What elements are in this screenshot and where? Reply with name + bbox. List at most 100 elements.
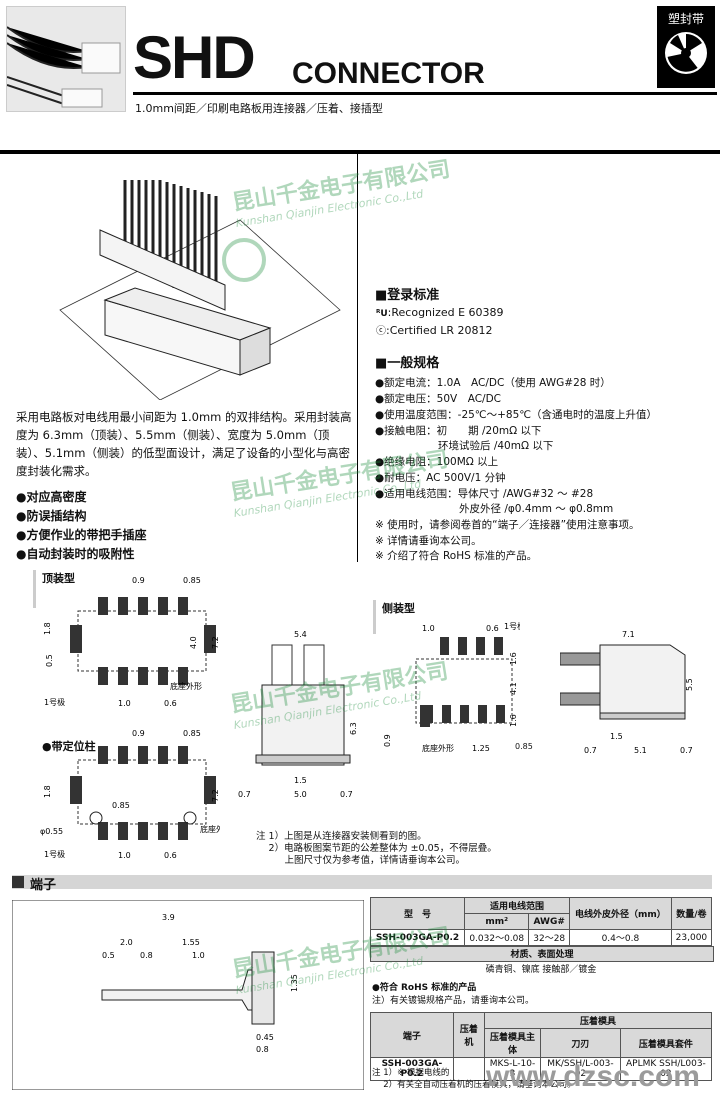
spec-line: 环境试验后 /40mΩ 以下	[375, 440, 554, 452]
title-main: SHD	[133, 24, 256, 91]
th-tool: 压着模具	[484, 1012, 712, 1029]
pin1-label: 1号极	[44, 849, 65, 859]
spec-line: ※ 使用时，请参阅卷首的“端子／连接器”使用注意事项。	[375, 519, 640, 531]
dim-label: 5.0	[294, 790, 307, 799]
feature-item: ●防误插结构	[16, 509, 87, 523]
dim-label: 1.25	[472, 744, 490, 753]
rohs-heading: ●符合 RoHS 标准的产品	[372, 983, 477, 993]
pin1-label: 1号极	[44, 697, 65, 707]
spec-line: ●耐电压：AC 500V/1 分钟	[375, 472, 506, 484]
dim-label: 1.55	[182, 938, 200, 947]
dim-label: 0.6	[486, 624, 499, 633]
dim-label: 0.9	[132, 729, 145, 738]
dim-label: 7.1	[622, 630, 635, 639]
dim-label: 7.2	[211, 636, 220, 649]
spec-line: ※ 详情请垂询本公司。	[375, 535, 482, 547]
spec-line: ●绝缘电阻：100MΩ 以上	[375, 456, 499, 468]
top-mount-side-view: 5.4 6.3 1.5 0.7 5.0 0.7	[238, 630, 358, 799]
dim-label: 1.0	[422, 624, 435, 633]
post-type-footprint: 0.9 0.85 0.85 φ0.55 底座外形 1.8 7.2 1.0 0.6…	[40, 729, 220, 860]
drawing-note: 2）电路板图案节距的公差整体为 ±0.05，不得层叠。	[256, 843, 497, 854]
dim-label: 0.7	[584, 746, 597, 755]
th-awg: AWG#	[528, 913, 570, 930]
tooling-note: 注 1）※ 根据电线的	[372, 1068, 450, 1078]
tape-label: 塑封带	[667, 12, 704, 26]
feature-item: ●自动封装时的吸附性	[16, 547, 135, 561]
terminal-spec-table: 型 号 适用电线范围 电线外皮外径（mm） 数量/卷 mm² AWG# SSH-…	[369, 897, 713, 946]
th-model: 型 号	[369, 897, 466, 930]
dim-label: 5.5	[685, 678, 694, 691]
th-range: 适用电线范围	[464, 897, 570, 914]
cell-kit: APLMK SSH/L003-02	[619, 1057, 713, 1081]
dim-label: 1.35	[290, 974, 299, 992]
th-crimper: 压着机	[452, 1012, 486, 1058]
dim-label: 1.6	[509, 714, 518, 727]
rohs-note: 注）有关镀锡规格产品，请垂询本公司。	[372, 996, 535, 1006]
dim-label: 2.0	[120, 938, 133, 947]
tooling-note: 2）有关全自动压着机的压着模具，请垂询本公司。	[372, 1080, 576, 1090]
connector-photo	[6, 6, 126, 112]
subtitle: 1.0mm间距／印刷电路板用连接器／压着、接插型	[135, 102, 383, 115]
dim-label: 0.9	[383, 734, 392, 747]
spec-line: ●适用电线范围：导体尺寸 /AWG#32 ～ #28	[375, 488, 594, 500]
spec-line: ●额定电压：50V AC/DC	[375, 393, 501, 405]
dim-label: 4.1	[509, 682, 518, 695]
cell-body: MKS-L-10-3	[483, 1057, 542, 1081]
dim-label: 3.9	[162, 913, 175, 922]
outline-label: 底座外形	[422, 743, 454, 753]
drawing-note: 上图尺寸仅为参考值，详情请垂询本公司。	[256, 855, 466, 866]
reel-icon	[665, 32, 707, 74]
dim-label: 4.0	[189, 636, 198, 649]
dim-label: 0.85	[515, 742, 533, 751]
terminal-section-bar: 端子	[12, 875, 712, 893]
outline-label: 底座外形	[170, 681, 202, 691]
cell-mm2: 0.032～0.08	[464, 929, 530, 946]
dim-label: 0.5	[45, 654, 54, 667]
spec-line: ●接触电阻：初 期 /20mΩ 以下	[375, 425, 542, 437]
material-text: 磷青铜、镍底 接触部／镀金	[485, 965, 597, 975]
dim-label: 0.85	[183, 729, 201, 738]
ul-text: :Recognized E 60389	[387, 306, 504, 319]
drawing-note: 注 1）上图是从连接器安装侧看到的图。	[256, 831, 427, 842]
qj-logo-icon	[222, 238, 266, 282]
cell-od: 0.4～0.8	[568, 929, 672, 946]
dim-label: 0.6	[164, 851, 177, 860]
th-od: 电线外皮外径（mm）	[568, 897, 672, 930]
tape-logo: 塑封带	[657, 6, 715, 88]
cell-crimper	[452, 1057, 486, 1081]
dim-label: 1.0	[192, 951, 205, 960]
side-mount-label: 侧装型	[382, 602, 415, 615]
side-mount-footprint: 1.0 0.6 1号极 1.6 4.1 1.6 0.9 底座外形 1.25	[383, 621, 520, 753]
th-kit: 压着模具套件	[619, 1028, 713, 1058]
registration-heading: ■登录标准	[375, 288, 440, 303]
dim-label: 6.3	[349, 722, 358, 735]
header-divider	[0, 150, 720, 154]
tooling-table: 端子 压着机 压着模具 压着模具主体 刀刃 压着模具套件 SSH-003GA-P…	[370, 1012, 713, 1081]
column-divider	[357, 154, 358, 562]
spec-line: ●额定电流：1.0A AC/DC（使用 AWG#28 时）	[375, 377, 611, 389]
top-mount-label: 顶装型	[42, 572, 75, 585]
drawing-marker	[373, 600, 376, 634]
dim-label: 1.8	[43, 622, 52, 635]
spec-line: ●使用温度范围：-25℃～+85℃（含通电时的温度上升值）	[375, 409, 658, 421]
dim-label: 1.8	[43, 785, 52, 798]
dim-label: 0.7	[238, 790, 251, 799]
dim-label: 1.6	[509, 652, 518, 665]
title-sub: CONNECTOR	[292, 57, 485, 90]
section-marker	[12, 876, 24, 888]
csa-text: :Certified LR 20812	[386, 324, 493, 337]
dim-label: 1.0	[118, 851, 131, 860]
spec-line: ※ 介绍了符合 RoHS 标准的产品。	[375, 550, 538, 562]
cell-blade: MK/SSH/L-003-02	[540, 1057, 621, 1081]
dim-label: 5.4	[294, 630, 307, 639]
dim-label: 0.7	[340, 790, 353, 799]
drawing-marker	[33, 570, 36, 608]
th-mm2: mm²	[464, 913, 530, 930]
dim-label: 0.85	[112, 801, 130, 810]
material-heading: 材质、表面处理	[370, 946, 714, 962]
ul-icon: ᴿU	[376, 309, 388, 319]
pin1-label: 1号极	[504, 621, 520, 631]
site-watermark: www.dzsc.com	[486, 1060, 700, 1093]
product-illustration	[59, 180, 341, 400]
th-body: 压着模具主体	[483, 1028, 542, 1058]
